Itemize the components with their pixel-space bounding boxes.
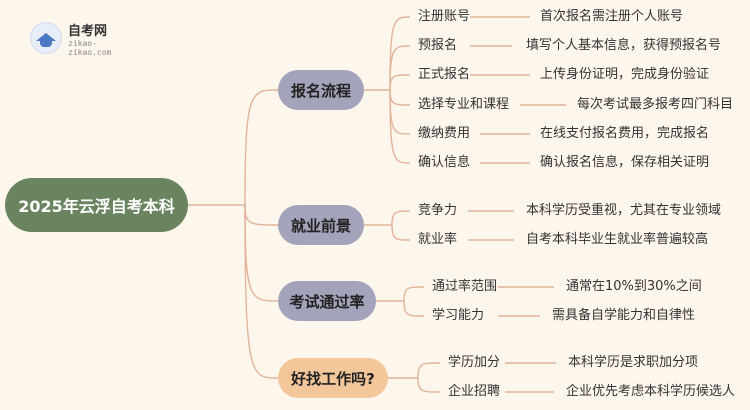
leaf-label: 缴纳费用 [418, 126, 471, 141]
category-registration-process: 报名流程 [278, 70, 364, 110]
leaf-label: 确认信息 [418, 155, 471, 170]
leaf-connector [403, 300, 425, 317]
logo-url: zikao-zikao.com [68, 39, 112, 57]
graduation-cap-icon [30, 22, 62, 54]
leaf-desc: 通常在10%到30%之间 [566, 279, 702, 294]
leaf-desc: 首次报名需注册个人账号 [540, 9, 684, 24]
category-connector [244, 204, 279, 379]
leaf-connector [389, 89, 411, 135]
leaf-desc: 确认报名信息，保存相关证明 [540, 155, 710, 170]
leaf-desc: 填写个人基本信息，获得预报名号 [526, 38, 722, 53]
leaf-label: 竞争力 [418, 203, 458, 218]
leaf-desc: 自考本科毕业生就业率普遍较高 [526, 232, 709, 247]
leaf-label: 选择专业和课程 [418, 97, 510, 112]
leaf-connector [389, 74, 411, 91]
root-node: 2025年云浮自考本科 [5, 178, 188, 232]
leaf-desc: 在线支付报名费用，完成报名 [540, 126, 710, 141]
leaf-connector [403, 286, 425, 302]
leaf-desc: 每次考试最多报考四门科目 [577, 97, 734, 112]
category-employment-prospects: 就业前景 [278, 205, 364, 245]
logo-title: 自考网 [68, 24, 108, 39]
category-connector [244, 204, 279, 302]
leaf-label: 注册账号 [418, 9, 471, 24]
leaf-connector [391, 224, 411, 241]
leaf-label: 就业率 [418, 232, 458, 247]
leaf-label: 企业招聘 [448, 384, 501, 399]
leaf-connector [391, 210, 411, 226]
leaf-connector [389, 89, 411, 164]
leaf-connector [389, 45, 411, 91]
leaf-desc: 上传身份证明，完成身份验证 [540, 67, 710, 82]
category-pass-rate: 考试通过率 [278, 281, 376, 321]
leaf-desc: 本科学历是求职加分项 [568, 355, 699, 370]
leaf-desc: 企业优先考虑本科学历候选人 [566, 384, 736, 399]
leaf-connector [417, 377, 441, 393]
category-connector [244, 89, 279, 206]
leaf-label: 通过率范围 [432, 279, 498, 294]
leaf-connector [389, 89, 411, 106]
category-easy-to-find-job: 好找工作吗? [278, 358, 388, 398]
leaf-label: 学习能力 [432, 308, 485, 323]
leaf-connector [417, 362, 441, 379]
leaf-label: 学历加分 [448, 355, 501, 370]
leaf-desc: 需具备自学能力和自律性 [552, 308, 696, 323]
category-connector [244, 204, 279, 226]
leaf-label: 预报名 [418, 38, 458, 53]
site-logo[interactable]: 自考网 zikao-zikao.com [30, 18, 140, 57]
leaf-label: 正式报名 [418, 67, 471, 82]
leaf-desc: 本科学历受重视，尤其在专业领域 [526, 203, 722, 218]
